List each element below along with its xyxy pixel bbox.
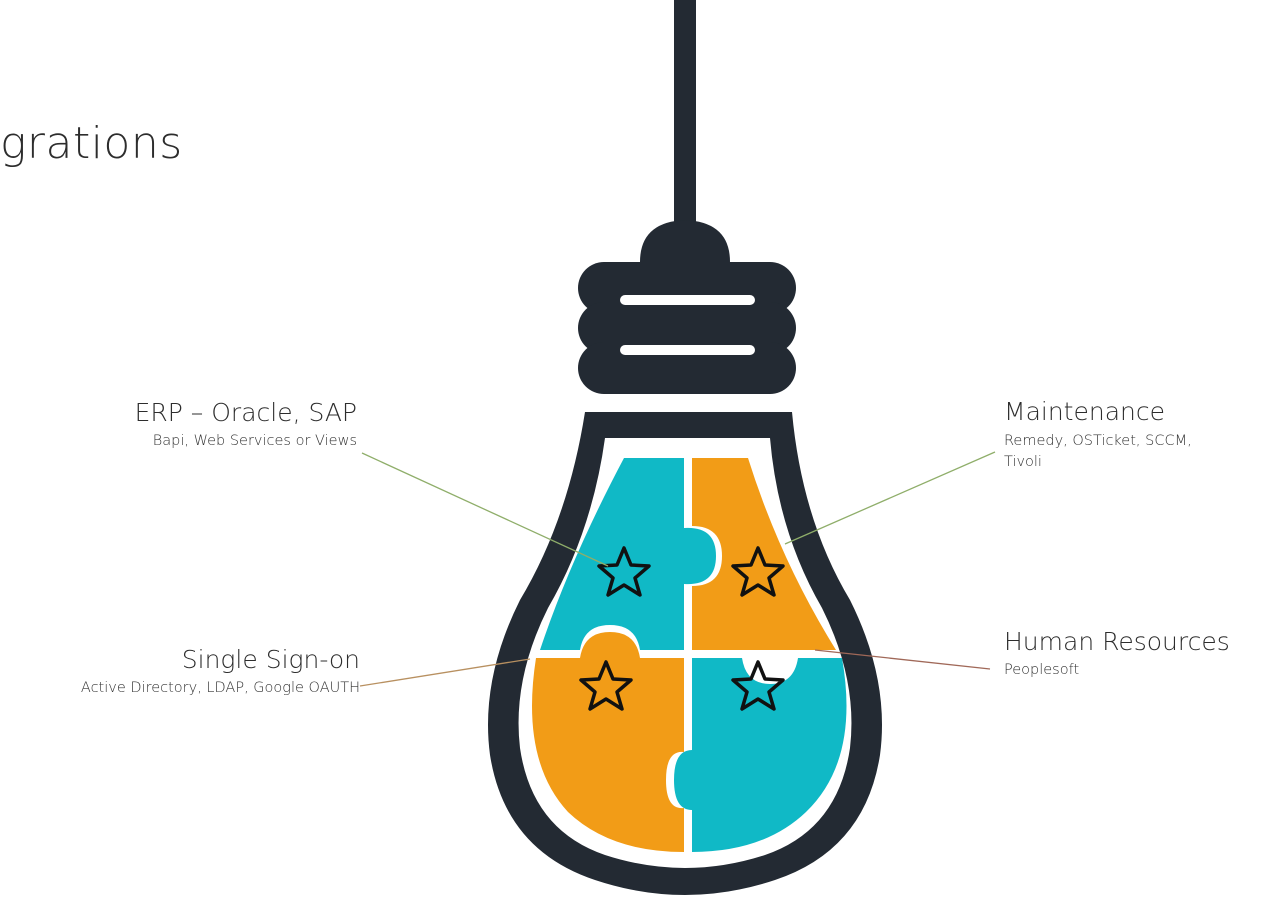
label-erp-detail: Bapi, Web Services or Views — [152, 433, 357, 449]
label-maintenance-detail-1: Remedy, OSTicket, SCCM, — [1004, 433, 1192, 449]
label-maintenance-title: Maintenance — [1004, 397, 1165, 426]
label-maintenance: Maintenance Remedy, OSTicket, SCCM, Tivo… — [1004, 397, 1192, 473]
star-icon — [597, 546, 651, 597]
label-maintenance-detail-2: Tivoli — [1004, 454, 1042, 470]
connector-maintenance — [784, 451, 996, 545]
label-hr-detail: Peoplesoft — [1004, 662, 1080, 678]
connector-erp — [361, 452, 609, 567]
label-sso-title: Single Sign-on — [181, 645, 360, 674]
cord — [674, 0, 696, 230]
star-icon — [731, 660, 785, 711]
label-sso: Single Sign-on Active Directory, LDAP, G… — [81, 645, 360, 699]
puzzle-piece-maintenance — [692, 458, 836, 650]
page-title: grations — [0, 118, 183, 169]
label-sso-detail: Active Directory, LDAP, Google OAUTH — [80, 680, 360, 696]
label-erp: ERP – Oracle, SAP Bapi, Web Services or … — [135, 398, 357, 452]
label-hr-title: Human Resources — [1004, 627, 1230, 656]
puzzle-piece-hr — [674, 658, 847, 852]
socket-coils — [578, 262, 796, 394]
cap-dome — [640, 220, 730, 262]
label-erp-title: ERP – Oracle, SAP — [134, 398, 357, 427]
connector-sso — [359, 658, 531, 687]
label-hr: Human Resources Peoplesoft — [1004, 627, 1230, 681]
connector-hr — [814, 649, 991, 670]
star-icon — [731, 546, 785, 597]
puzzle-piece-sso — [532, 632, 684, 852]
star-icon — [579, 660, 633, 711]
